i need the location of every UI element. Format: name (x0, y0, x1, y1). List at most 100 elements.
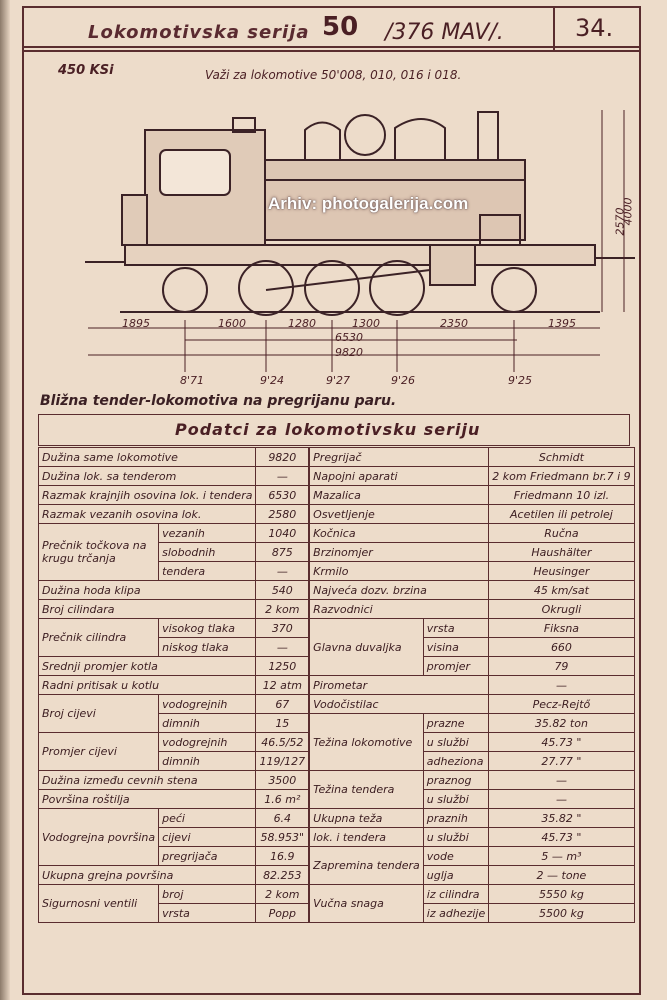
table-row: Razmak vezanih osovina lok. 2580 Osvetlj… (37, 504, 635, 524)
cell: 9820 (255, 447, 310, 467)
cell: 45.73 " (488, 827, 635, 847)
cell: 370 (255, 618, 310, 638)
cell: prazne (422, 713, 490, 733)
dim-label: 1395 (548, 317, 576, 330)
cell: Ukupna grejna površina (37, 865, 257, 885)
cell: Razmak vezanih osovina lok. (37, 504, 257, 524)
cell: 2 kom Friedmann br.7 i 9 (488, 466, 635, 486)
cell: 15 (255, 713, 310, 733)
cell: Površina roštilja (37, 789, 257, 809)
cell: Popp (255, 903, 310, 923)
cell: — (488, 675, 635, 695)
cell: Schmidt (488, 447, 635, 467)
cell: 5 — m³ (488, 846, 635, 866)
cell: Haushälter (488, 542, 635, 562)
dim-label: 1300 (352, 317, 380, 330)
table-row: dimnih 119/127 adheziona 27.77 " (39, 751, 635, 771)
cell: — (255, 637, 310, 657)
cell: broj (158, 884, 257, 904)
cell: Vučna snaga (308, 884, 424, 923)
cell: 2 kom (255, 599, 310, 619)
cell: 1250 (255, 656, 310, 676)
cell: 540 (255, 580, 310, 600)
axle-load: 9'24 (260, 374, 285, 387)
cell: 16.9 (255, 846, 310, 866)
cell: peći (158, 808, 257, 828)
cell: Pirometar (308, 675, 490, 695)
series-title: Lokomotivska serija (88, 22, 310, 43)
cell: Prečnik točkova na krugu trčanja (37, 523, 160, 581)
applies-note: Važi za lokomotive 50'008, 010, 016 i 01… (205, 68, 462, 82)
dim-label: 6530 (335, 331, 363, 344)
table-row: Broj cijevi vodogrejnih 67 Vodočistilac … (37, 694, 635, 733)
cell: Friedmann 10 izl. (488, 485, 635, 505)
cell: iz cilindra (422, 884, 490, 904)
cell: Pecz-Rejtő (488, 694, 635, 714)
cell: 5500 kg (488, 903, 635, 923)
cell: Kočnica (308, 523, 490, 543)
ksi-note: 450 KSi (58, 63, 114, 78)
cell: praznog (422, 770, 490, 790)
page-edge-shadow (0, 0, 10, 1000)
cell: Srednji promjer kotla (37, 656, 257, 676)
cell: iz adhezije (422, 903, 490, 923)
cell: 2580 (255, 504, 310, 524)
table-row: Dužina hoda klipa 540 Najveća dozv. brzi… (37, 580, 635, 600)
cell: promjer (422, 656, 490, 676)
cell: 2 kom (255, 884, 310, 904)
page-frame (22, 46, 641, 995)
cell: 12 atm (255, 675, 310, 695)
table-row: Broj cilindara 2 kom Razvodnici Okrugli (37, 599, 635, 619)
table-title: Podatci za lokomotivsku seriju (175, 420, 481, 439)
cell: Dužina hoda klipa (37, 580, 257, 600)
table-row: Vodogrejna površina peći 6.4 Ukupna teža… (37, 808, 635, 866)
cell: dimnih (158, 751, 257, 771)
cell: 2 — tone (488, 865, 635, 885)
table-row: Radni pritisak u kotlu 12 atm Pirometar … (37, 675, 635, 695)
axle-load: 9'25 (508, 374, 533, 387)
cell: 6.4 (255, 808, 310, 828)
cell: Dužina same lokomotive (37, 447, 257, 467)
cell: Broj cijevi (37, 694, 160, 733)
cell: visokog tlaka (158, 618, 257, 638)
cell: Težina lokomotive (308, 713, 424, 771)
dim-label: 4000 (621, 197, 635, 226)
watermark: Arhiv: photogalerija.com (268, 194, 469, 213)
cell: Mazalica (308, 485, 490, 505)
table-row: slobodnih 875 Brzinomjer Haushälter (39, 542, 635, 562)
cell: Težina tendera (308, 770, 424, 809)
cell: 875 (255, 542, 310, 562)
table-row: Razmak krajnjih osovina lok. i tendera 6… (37, 485, 635, 505)
cell: vode (422, 846, 490, 866)
cell: slobodnih (158, 542, 257, 562)
cell: Vodogrejna površina (37, 808, 160, 866)
cell: pregrijača (158, 846, 257, 866)
cell: Napojni aparati (308, 466, 490, 486)
header-frame (22, 6, 641, 52)
table-row: tendera — Krmilo Heusinger (39, 561, 635, 581)
spec-table: Dužina same lokomotive 9820 Pregrijač Sc… (37, 447, 635, 923)
cell: 45.73 " (488, 732, 635, 752)
cell: Dužina lok. sa tenderom (37, 466, 257, 486)
cell: Promjer cijevi (37, 732, 160, 771)
cell: vrsta (422, 618, 490, 638)
axle-load: 8'71 (180, 374, 205, 387)
cell: dimnih (158, 713, 257, 733)
cell: uglja (422, 865, 490, 885)
cell: Zapremina tendera (308, 846, 424, 885)
axle-load: 9'27 (326, 374, 351, 387)
cell: u službi (422, 732, 490, 752)
cell: adheziona (422, 751, 490, 771)
cell: vrsta (158, 903, 257, 923)
cell: Razmak krajnjih osovina lok. i tendera (37, 485, 257, 505)
cell: vezanih (158, 523, 257, 543)
cell: Acetilen ili petrolej (488, 504, 635, 524)
cell: Krmilo (308, 561, 490, 581)
cell: Okrugli (488, 599, 635, 619)
cell: — (255, 466, 310, 486)
cell: 35.82 " (488, 808, 635, 828)
cell: Radni pritisak u kotlu (37, 675, 257, 695)
dim-label: 1280 (288, 317, 316, 330)
cell: 67 (255, 694, 310, 714)
